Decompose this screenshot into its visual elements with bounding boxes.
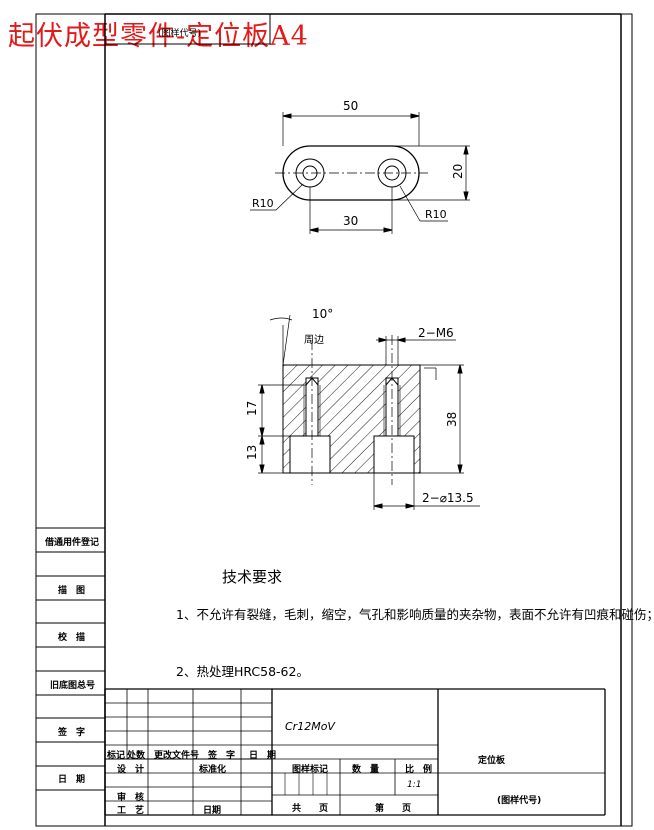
left-strip-row4: 旧底图总号 (50, 681, 96, 691)
left-strip-grid (36, 527, 105, 791)
standardize-label: 标准化 (199, 765, 227, 775)
dim-total: 38 (445, 412, 459, 427)
drawing-code: (图样代号) (497, 796, 542, 806)
review-label: 审 核 (117, 793, 145, 803)
scale-value: 1:1 (407, 780, 422, 790)
hdr-date: 日 期 (249, 751, 277, 761)
dim-overall: 50 (343, 99, 358, 113)
tech-requirement-1: 1、不允许有裂缝，毛刺，缩空，气孔和影响质量的夹杂物，表面不允许有凹痕和碰伤； (176, 607, 654, 622)
angle-label: 10° (312, 307, 333, 321)
hdr-sign: 签 字 (208, 751, 236, 761)
dim-height: 20 (451, 164, 465, 179)
hdr-count: 处数 (127, 751, 146, 761)
stage-mark-label: 图样标记 (292, 765, 329, 775)
material-label: Cr12MoV (285, 720, 335, 733)
thread-note: 2−M6 (418, 326, 454, 340)
left-strip-row2: 描 图 (58, 586, 86, 596)
section-view (258, 314, 480, 510)
top-stub-box (104, 13, 271, 45)
scale-label: 比 例 (405, 765, 433, 775)
part-name: 定位板 (478, 756, 506, 766)
left-strip-row1: 借通用件登记 (45, 538, 100, 548)
watermark-title: 起伏成型零件-定位板A4 (8, 21, 309, 52)
dim-upper: 17 (245, 401, 259, 416)
radius-right: R10 (425, 208, 447, 221)
design-label: 设 计 (117, 765, 145, 775)
weight-label: 数 量 (352, 765, 380, 775)
process-label: 工 艺 (117, 806, 145, 816)
angle-note: 周边 (304, 334, 324, 346)
dim-centers: 30 (343, 214, 358, 228)
left-strip-row5: 签 字 (58, 728, 86, 738)
left-strip-row6: 日 期 (58, 775, 86, 785)
tech-requirements-title: 技术要求 (222, 568, 283, 586)
sheets-total: 共 页 (292, 804, 329, 814)
title-block-grid (104, 688, 606, 816)
top-stub-label: (图样代号) (158, 29, 202, 39)
dim-lower: 13 (245, 445, 259, 460)
radius-left: R10 (252, 197, 274, 210)
counterbore-note: 2−⌀13.5 (422, 491, 474, 505)
sheet-no: 第 页 (375, 804, 412, 814)
tech-requirement-2: 2、热处理HRC58-62。 (176, 664, 309, 679)
date-label: 日期 (203, 806, 222, 816)
hdr-doc: 更改文件号 (154, 751, 200, 761)
hdr-mark: 标记 (107, 751, 126, 761)
left-strip-row3: 校 描 (58, 633, 86, 643)
plan-view (250, 112, 470, 234)
